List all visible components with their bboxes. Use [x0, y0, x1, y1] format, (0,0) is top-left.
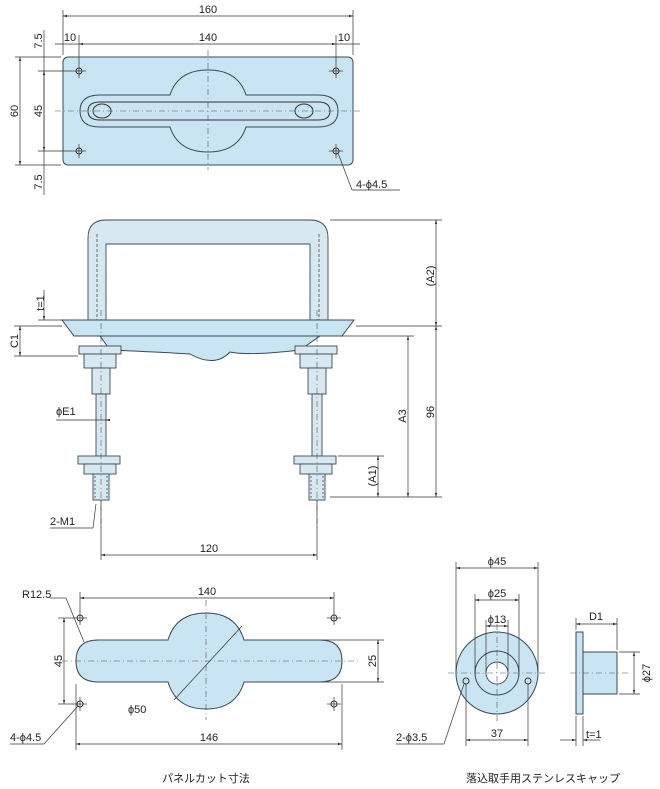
dim-a2: (A2)	[425, 266, 437, 287]
dim-25-panel: 25	[367, 655, 379, 667]
cap-side-view: D1 ϕ27 t=1	[560, 611, 653, 746]
panel-cut-view: 140 146 R12.5 45 25 ϕ50 4-ϕ4.5 パネルカット寸法	[10, 586, 384, 785]
cap-caption: 落込取手用ステンレスキャップ	[466, 771, 620, 785]
dim-37: 37	[491, 728, 503, 740]
dim-10-left: 10	[64, 32, 76, 44]
dim-a1: (A1)	[367, 466, 379, 487]
left-bolt	[77, 345, 122, 501]
dim-7-5-bottom: 7.5	[33, 174, 45, 189]
dim-7-5-top: 7.5	[33, 33, 45, 48]
dim-160: 160	[199, 4, 217, 16]
side-flange	[61, 319, 355, 337]
top-recess	[79, 69, 339, 153]
side-view: t=1 C1 (A2) A3 96 (A1) ϕE1 2-M1	[9, 219, 442, 560]
dim-phi13: ϕ13	[488, 614, 506, 626]
holes-note-cap: 2-ϕ3.5	[396, 732, 427, 744]
right-bolt	[293, 345, 338, 501]
dim-10-right: 10	[338, 32, 350, 44]
dim-a3: A3	[397, 409, 409, 422]
dim-96: 96	[425, 406, 437, 418]
handle-bar	[87, 219, 329, 321]
panel-holes	[73, 611, 341, 711]
dim-c1: C1	[9, 334, 21, 348]
holes-note-top: 4-ϕ4.5	[356, 179, 387, 191]
holes-note-panel: 4-ϕ4.5	[10, 732, 41, 744]
dim-140-top: 140	[199, 32, 217, 44]
dim-t1-cap: t=1	[586, 729, 602, 741]
dim-45-top: 45	[33, 105, 45, 117]
cap-front-view: ϕ45 ϕ25 ϕ13 37 2-ϕ3.5 落込取手用ステンレスキャップ	[396, 556, 620, 785]
dim-120: 120	[200, 543, 218, 555]
top-holes	[72, 64, 343, 158]
side-recess	[99, 335, 322, 361]
top-view: 160 140 10 10 60 45 7.5 7.5 4-ϕ4.5	[9, 4, 400, 195]
dim-146: 146	[200, 732, 218, 744]
dim-60: 60	[9, 105, 21, 117]
top-slot	[87, 101, 331, 121]
panel-cut-caption: パネルカット寸法	[162, 771, 250, 785]
dim-e1: ϕE1	[56, 406, 76, 418]
dim-m1: 2-M1	[50, 516, 75, 528]
dim-t1-side: t=1	[35, 295, 47, 311]
dim-phi27: ϕ27	[641, 664, 653, 682]
dim-45-panel: 45	[53, 655, 65, 667]
dim-phi45: ϕ45	[488, 556, 506, 568]
dim-140-panel: 140	[198, 586, 216, 598]
dim-phi25: ϕ25	[488, 588, 506, 600]
dim-phi50: ϕ50	[128, 704, 146, 716]
dim-r12-5: R12.5	[22, 589, 51, 601]
dim-d1: D1	[589, 611, 603, 623]
